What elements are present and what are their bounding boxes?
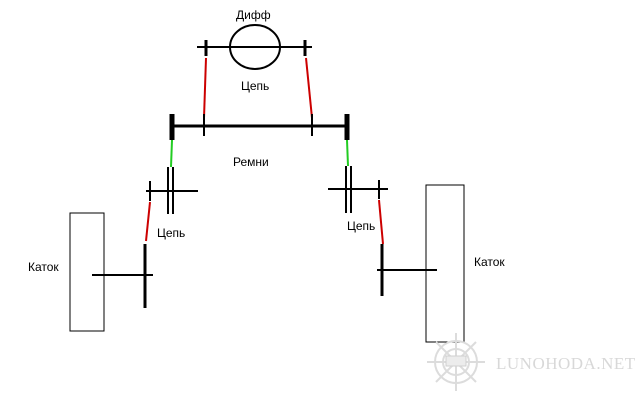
diff-housing — [229, 24, 281, 70]
belts-label: Ремни — [233, 155, 269, 169]
chain-right — [378, 199, 384, 245]
left-intermediate-shaft — [146, 167, 198, 214]
left-roller-assembly — [69, 212, 153, 332]
differential — [197, 24, 312, 70]
chain-top-label: Цепь — [241, 79, 269, 93]
roller-right-label: Каток — [474, 255, 505, 269]
diff-label: Дифф — [236, 8, 271, 22]
belt-right — [346, 139, 349, 167]
right-roller-assembly — [377, 184, 465, 343]
main-axle — [169, 114, 350, 140]
right-roller — [425, 184, 465, 343]
chain-top-right — [305, 57, 313, 119]
roller-left-label: Каток — [28, 260, 59, 274]
left-roller — [69, 212, 105, 332]
chain-left-label: Цепь — [157, 226, 185, 240]
watermark: LUNOHODA.NET — [427, 333, 636, 391]
chain-right-label: Цепь — [347, 219, 375, 233]
chain-left — [145, 201, 151, 242]
chain-top-left — [203, 57, 207, 119]
lunar-rover-logo-icon — [427, 333, 485, 391]
watermark-text: LUNOHODA.NET — [496, 354, 636, 373]
belt-left — [170, 139, 173, 168]
right-intermediate-shaft — [328, 166, 388, 213]
